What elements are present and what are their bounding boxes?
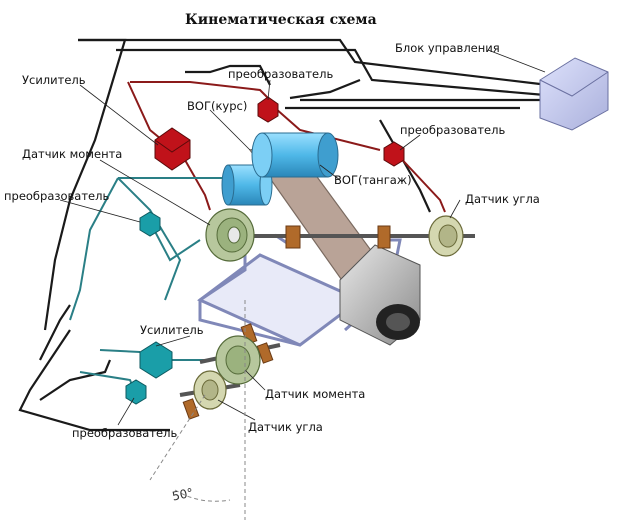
label-torque-sensor-top: Датчик момента (22, 147, 122, 161)
converter-left-box (139, 211, 161, 237)
converter-top-box (257, 96, 279, 123)
angle-sensor-bottom-unit (193, 370, 227, 410)
fog-pitch-gyro (251, 132, 339, 178)
converter-bottom-box (125, 379, 147, 405)
camera-unit (339, 244, 421, 346)
torque-sensor-top-unit (205, 208, 255, 262)
label-angle-sensor-bottom: Датчик угла (248, 420, 323, 434)
leader-lines (59, 49, 546, 426)
label-amplifier-top: Усилитель (22, 73, 86, 87)
angle-value: 50° (171, 485, 195, 503)
label-converter-top: преобразователь (228, 67, 333, 81)
label-converter-left: преобразователь (4, 189, 109, 203)
label-control-block: Блок управления (395, 41, 500, 55)
label-angle-sensor-right: Датчик угла (465, 192, 540, 206)
angle-sensor-right-unit (428, 215, 464, 257)
converter-right-box (383, 141, 405, 167)
label-converter-right: преобразователь (400, 123, 505, 137)
angle-guides (149, 300, 246, 520)
label-torque-sensor-bottom: Датчик момента (265, 387, 365, 401)
torque-sensor-bottom-unit (215, 335, 261, 385)
label-converter-bottom: преобразователь (72, 426, 177, 440)
label-amplifier-bottom: Усилитель (140, 323, 204, 337)
wiring-black (18, 38, 546, 432)
label-fog-pitch: ВОГ(тангаж) (334, 173, 412, 187)
amplifier-top-box (154, 127, 191, 171)
label-fog-course: ВОГ(курс) (187, 99, 247, 113)
control-block-box (539, 57, 609, 131)
amplifier-bottom-box (139, 341, 173, 379)
diagram-title: Кинематическая схема (185, 12, 377, 28)
